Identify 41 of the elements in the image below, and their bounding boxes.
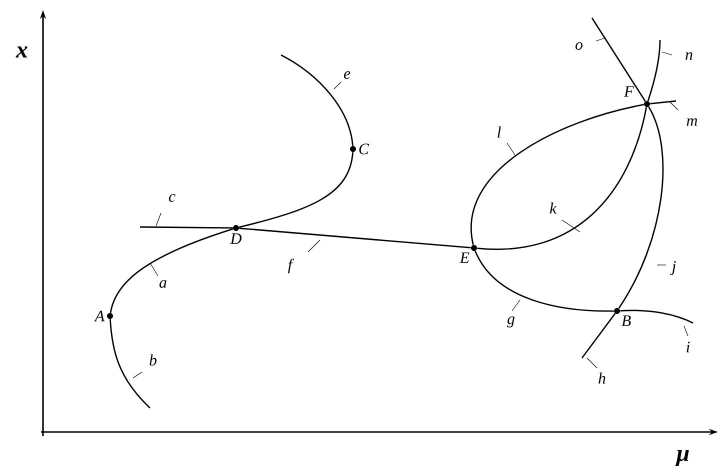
node-label: F: [624, 86, 634, 97]
point: E: [460, 245, 477, 263]
node-label: B: [622, 315, 631, 326]
curve: [620, 310, 694, 324]
edge-label: n: [686, 52, 692, 60]
curve: [591, 18, 646, 102]
axis-label: x: [16, 46, 28, 58]
edge-label: h: [598, 372, 606, 384]
node-label: E: [460, 252, 470, 263]
curve: [239, 228, 471, 248]
point: A: [94, 310, 113, 322]
curve: [647, 40, 661, 102]
curve: [238, 152, 354, 228]
edge-label: b: [150, 354, 156, 366]
edge-label: m: [686, 118, 698, 126]
point: D: [230, 225, 242, 244]
edge-label: o: [575, 42, 583, 50]
edge-label: c: [168, 194, 176, 202]
curve: [110, 228, 234, 313]
curve: [474, 250, 614, 312]
point: F: [624, 86, 650, 107]
curve: [581, 313, 616, 358]
edge-label: e: [344, 71, 350, 79]
node-label: C: [359, 144, 370, 154]
edge-label: k: [550, 202, 557, 214]
node-label: D: [230, 233, 242, 244]
edge-label: i: [686, 342, 690, 352]
curve: [140, 226, 233, 229]
edge-label: l: [498, 126, 501, 138]
axis-label: μ: [675, 450, 689, 466]
edge-label: f: [288, 258, 294, 274]
edge-label: j: [670, 261, 676, 275]
point: B: [614, 308, 631, 326]
point: C: [350, 144, 370, 154]
edge-label: g: [507, 316, 515, 328]
curve: [618, 106, 664, 309]
curve: [650, 100, 676, 104]
node-label: A: [94, 310, 105, 322]
curve: [110, 319, 150, 408]
edge-label: a: [160, 280, 166, 288]
curve: [280, 54, 354, 146]
